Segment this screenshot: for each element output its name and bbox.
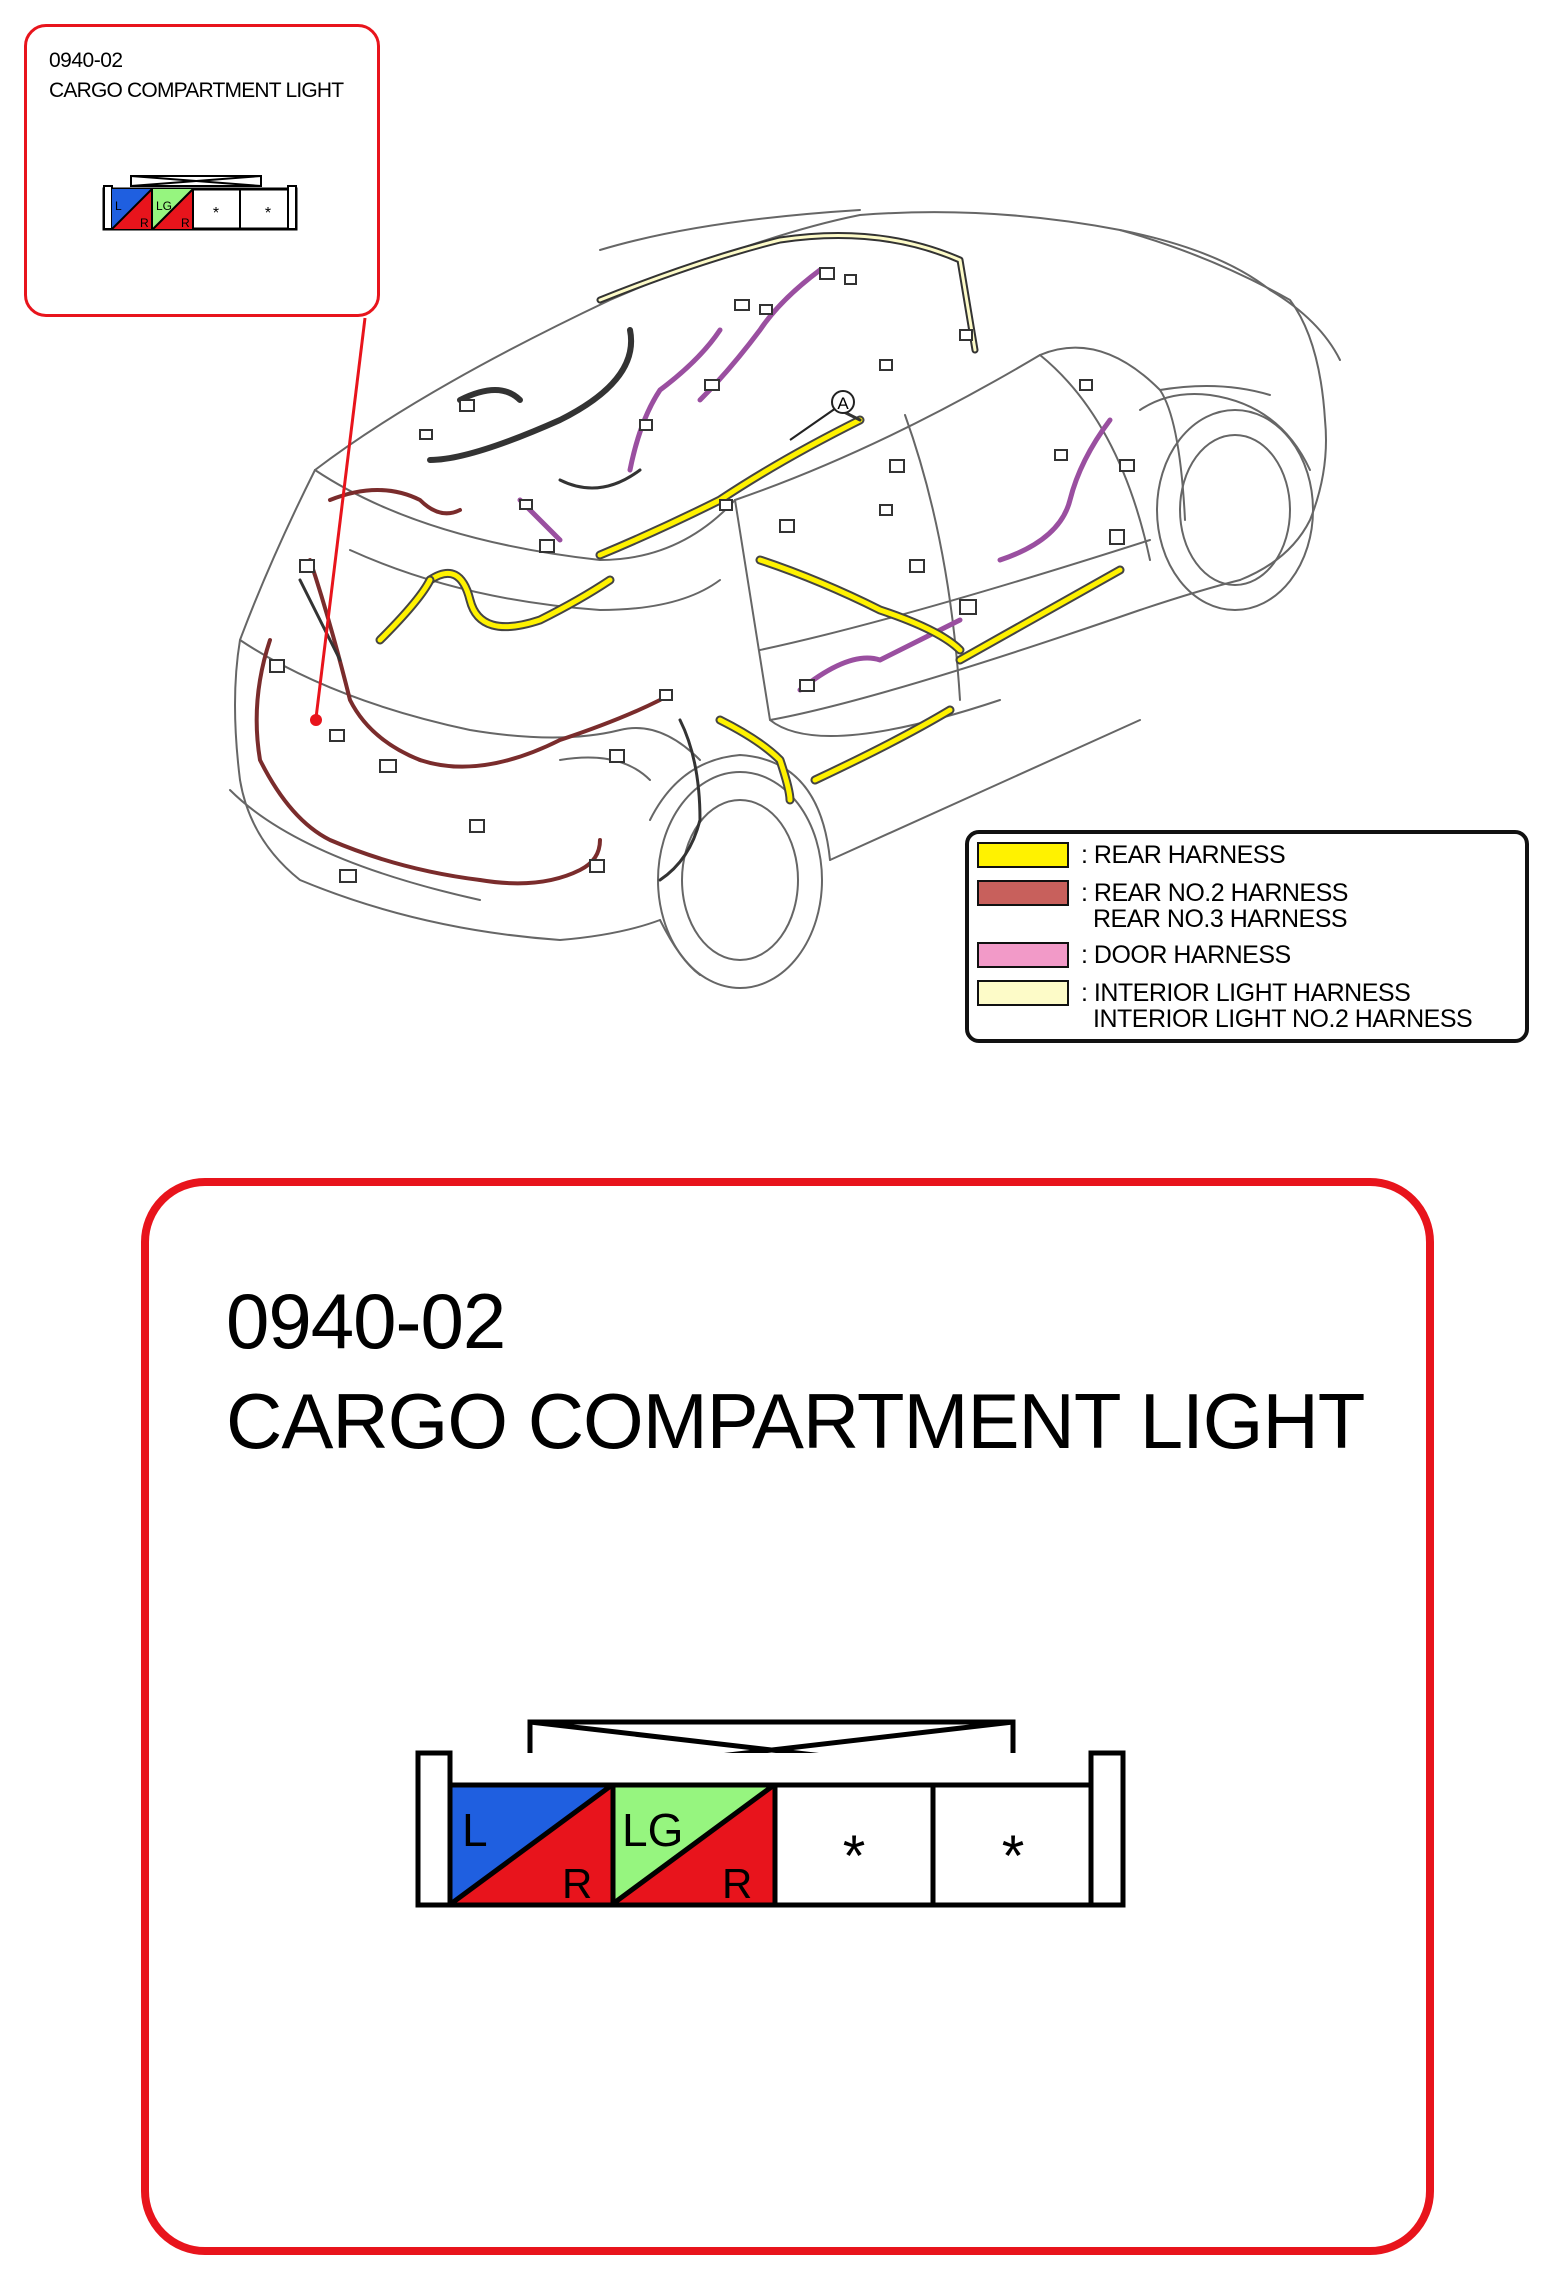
legend-label-line2: REAR NO.3 HARNESS [1093,905,1348,933]
legend-label-line2: INTERIOR LIGHT NO.2 HARNESS [1093,1005,1473,1033]
legend-label: : DOOR HARNESS [1081,941,1291,969]
small-connector-diagram [102,175,298,231]
small-connector-callout: 0940-02 CARGO COMPARTMENT LIGHT [24,24,380,317]
harness-connector-blocks [269,267,1135,883]
large-connector-code: 0940-02 [226,1277,506,1365]
large-pin2-top-label: LG [622,1804,683,1856]
harness-legend: : REAR HARNESS : REAR NO.2 HARNESS REAR … [965,830,1529,1043]
legend-label: : REAR HARNESS [1081,841,1286,869]
wire-harness-routing [254,232,1125,886]
legend-label: : INTERIOR LIGHT HARNESS [1081,979,1411,1007]
legend-label: : REAR NO.2 HARNESS [1081,879,1348,907]
large-connector-diagram [415,1719,1126,1908]
connector-location-dot [310,714,322,726]
large-pin3-label: * [843,1824,866,1889]
large-connector-name: CARGO COMPARTMENT LIGHT [226,1377,1365,1465]
callout-leader-line [314,317,367,719]
small-connector-name: CARGO COMPARTMENT LIGHT [49,79,344,102]
point-a-circle [831,390,855,414]
large-connector-callout: 0940-02 CARGO COMPARTMENT LIGHT [141,1178,1434,2255]
legend-swatch [977,880,1069,906]
point-a-leader [789,407,837,441]
small-pin2-top-label: LG [156,199,172,213]
small-pin4-label: * [265,205,271,222]
large-pin1-bottom-label: R [562,1860,592,1907]
legend-swatch [977,980,1069,1006]
small-pin1-top-label: L [115,199,122,213]
small-connector-code: 0940-02 [49,49,123,72]
small-pin2-bottom-label: R [181,216,190,230]
small-pin1-bottom-label: R [140,216,149,230]
large-pin4-label: * [1002,1824,1025,1889]
small-pin3-label: * [213,205,219,222]
large-pin1-top-label: L [462,1804,488,1856]
legend-swatch [977,942,1069,968]
legend-swatch [977,842,1069,868]
car-body-outline [229,209,1341,989]
large-pin2-bottom-label: R [722,1860,752,1907]
point-a-label: A [837,394,849,413]
